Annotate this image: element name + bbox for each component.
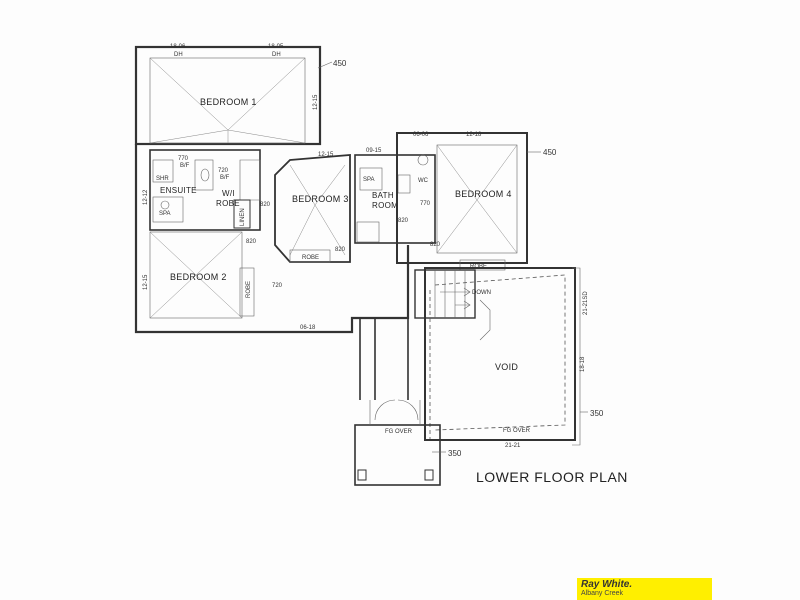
dim-820-d: 820 — [398, 218, 409, 224]
bath-label: BATH — [372, 191, 394, 200]
dim-dh-1: DH — [174, 52, 183, 58]
ensuite-label: ENSUITE — [160, 186, 197, 195]
dim-720-wir: 720 — [218, 168, 229, 174]
bath-spa-label: SPA — [363, 177, 375, 183]
bedroom-4-walls — [396, 132, 528, 271]
spa-label: SPA — [159, 211, 171, 217]
bedroom-1-label: BEDROOM 1 — [200, 97, 257, 107]
wir-label-top: W/I — [222, 189, 235, 198]
brand-office: Albany Creek — [581, 590, 624, 597]
shr-label: SHR — [156, 176, 169, 182]
dim-350-bottom: 350 — [448, 449, 462, 458]
dim-770-ensuite: 770 — [178, 156, 189, 162]
dim-12-18: 12-18 — [466, 132, 482, 138]
void-walls — [424, 267, 581, 446]
dim-450-right: 450 — [543, 148, 557, 157]
down-label: DOWN — [472, 290, 491, 296]
bedroom-2-label: BEDROOM 2 — [170, 272, 227, 282]
dim-820-a: 820 — [260, 202, 271, 208]
dim-06-18: 06-18 — [300, 325, 316, 331]
dim-12-15-right: 12-15 — [313, 94, 319, 110]
ray-white-logo: Ray White. Albany Creek — [577, 578, 712, 600]
dim-18-06: 18-06 — [170, 44, 186, 50]
wir-label-bottom: ROBE — [216, 199, 240, 208]
bedroom-4-label: BEDROOM 4 — [455, 189, 512, 199]
dim-09-15: 09-15 — [366, 148, 382, 154]
fg-over-porch: FG OVER — [385, 429, 413, 435]
bathroom-walls — [354, 154, 436, 244]
dim-820-e: 820 — [430, 242, 441, 248]
dim-06-06: 06-06 — [413, 132, 429, 138]
dim-dh-2: DH — [272, 52, 281, 58]
robe-label-b3: ROBE — [302, 255, 319, 261]
robe-label-b2: ROBE — [246, 281, 252, 298]
dim-21-21: 21-21 — [505, 443, 521, 449]
brand-name: Ray White. — [581, 579, 633, 590]
void-label: VOID — [495, 362, 518, 372]
plan-title: LOWER FLOOR PLAN — [476, 469, 628, 485]
bf-label-2: B/F — [220, 175, 230, 181]
bedroom-1-walls — [134, 45, 322, 146]
dim-820-c: 820 — [335, 247, 346, 253]
dim-21-21sd: 21-21SD — [583, 291, 589, 315]
bedroom-3-label: BEDROOM 3 — [292, 194, 349, 204]
bedroom-3-walls — [274, 154, 351, 263]
wc-label: WC — [418, 178, 429, 184]
entry-porch — [354, 399, 441, 486]
dim-12-15-top: 12-15 — [318, 152, 334, 158]
dim-18-18: 18-18 — [580, 356, 586, 372]
ensuite-walls — [149, 149, 261, 231]
dim-12-15-left: 12-15 — [143, 274, 149, 290]
dim-18-05: 18-05 — [268, 44, 284, 50]
dim-820-b: 820 — [246, 239, 257, 245]
bedroom-2-walls — [134, 144, 410, 334]
dim-350-right: 350 — [590, 409, 604, 418]
dim-720-b2: 720 — [272, 283, 283, 289]
fg-over-void: FG OVER — [503, 428, 531, 434]
room-label: ROOM — [372, 201, 398, 210]
dim-450-top: 450 — [333, 59, 347, 68]
dim-770-wc: 770 — [420, 201, 431, 207]
dim-12-12: 12-12 — [143, 189, 149, 205]
linen-label: LINEN — [240, 208, 246, 226]
bf-label: B/F — [180, 163, 190, 169]
